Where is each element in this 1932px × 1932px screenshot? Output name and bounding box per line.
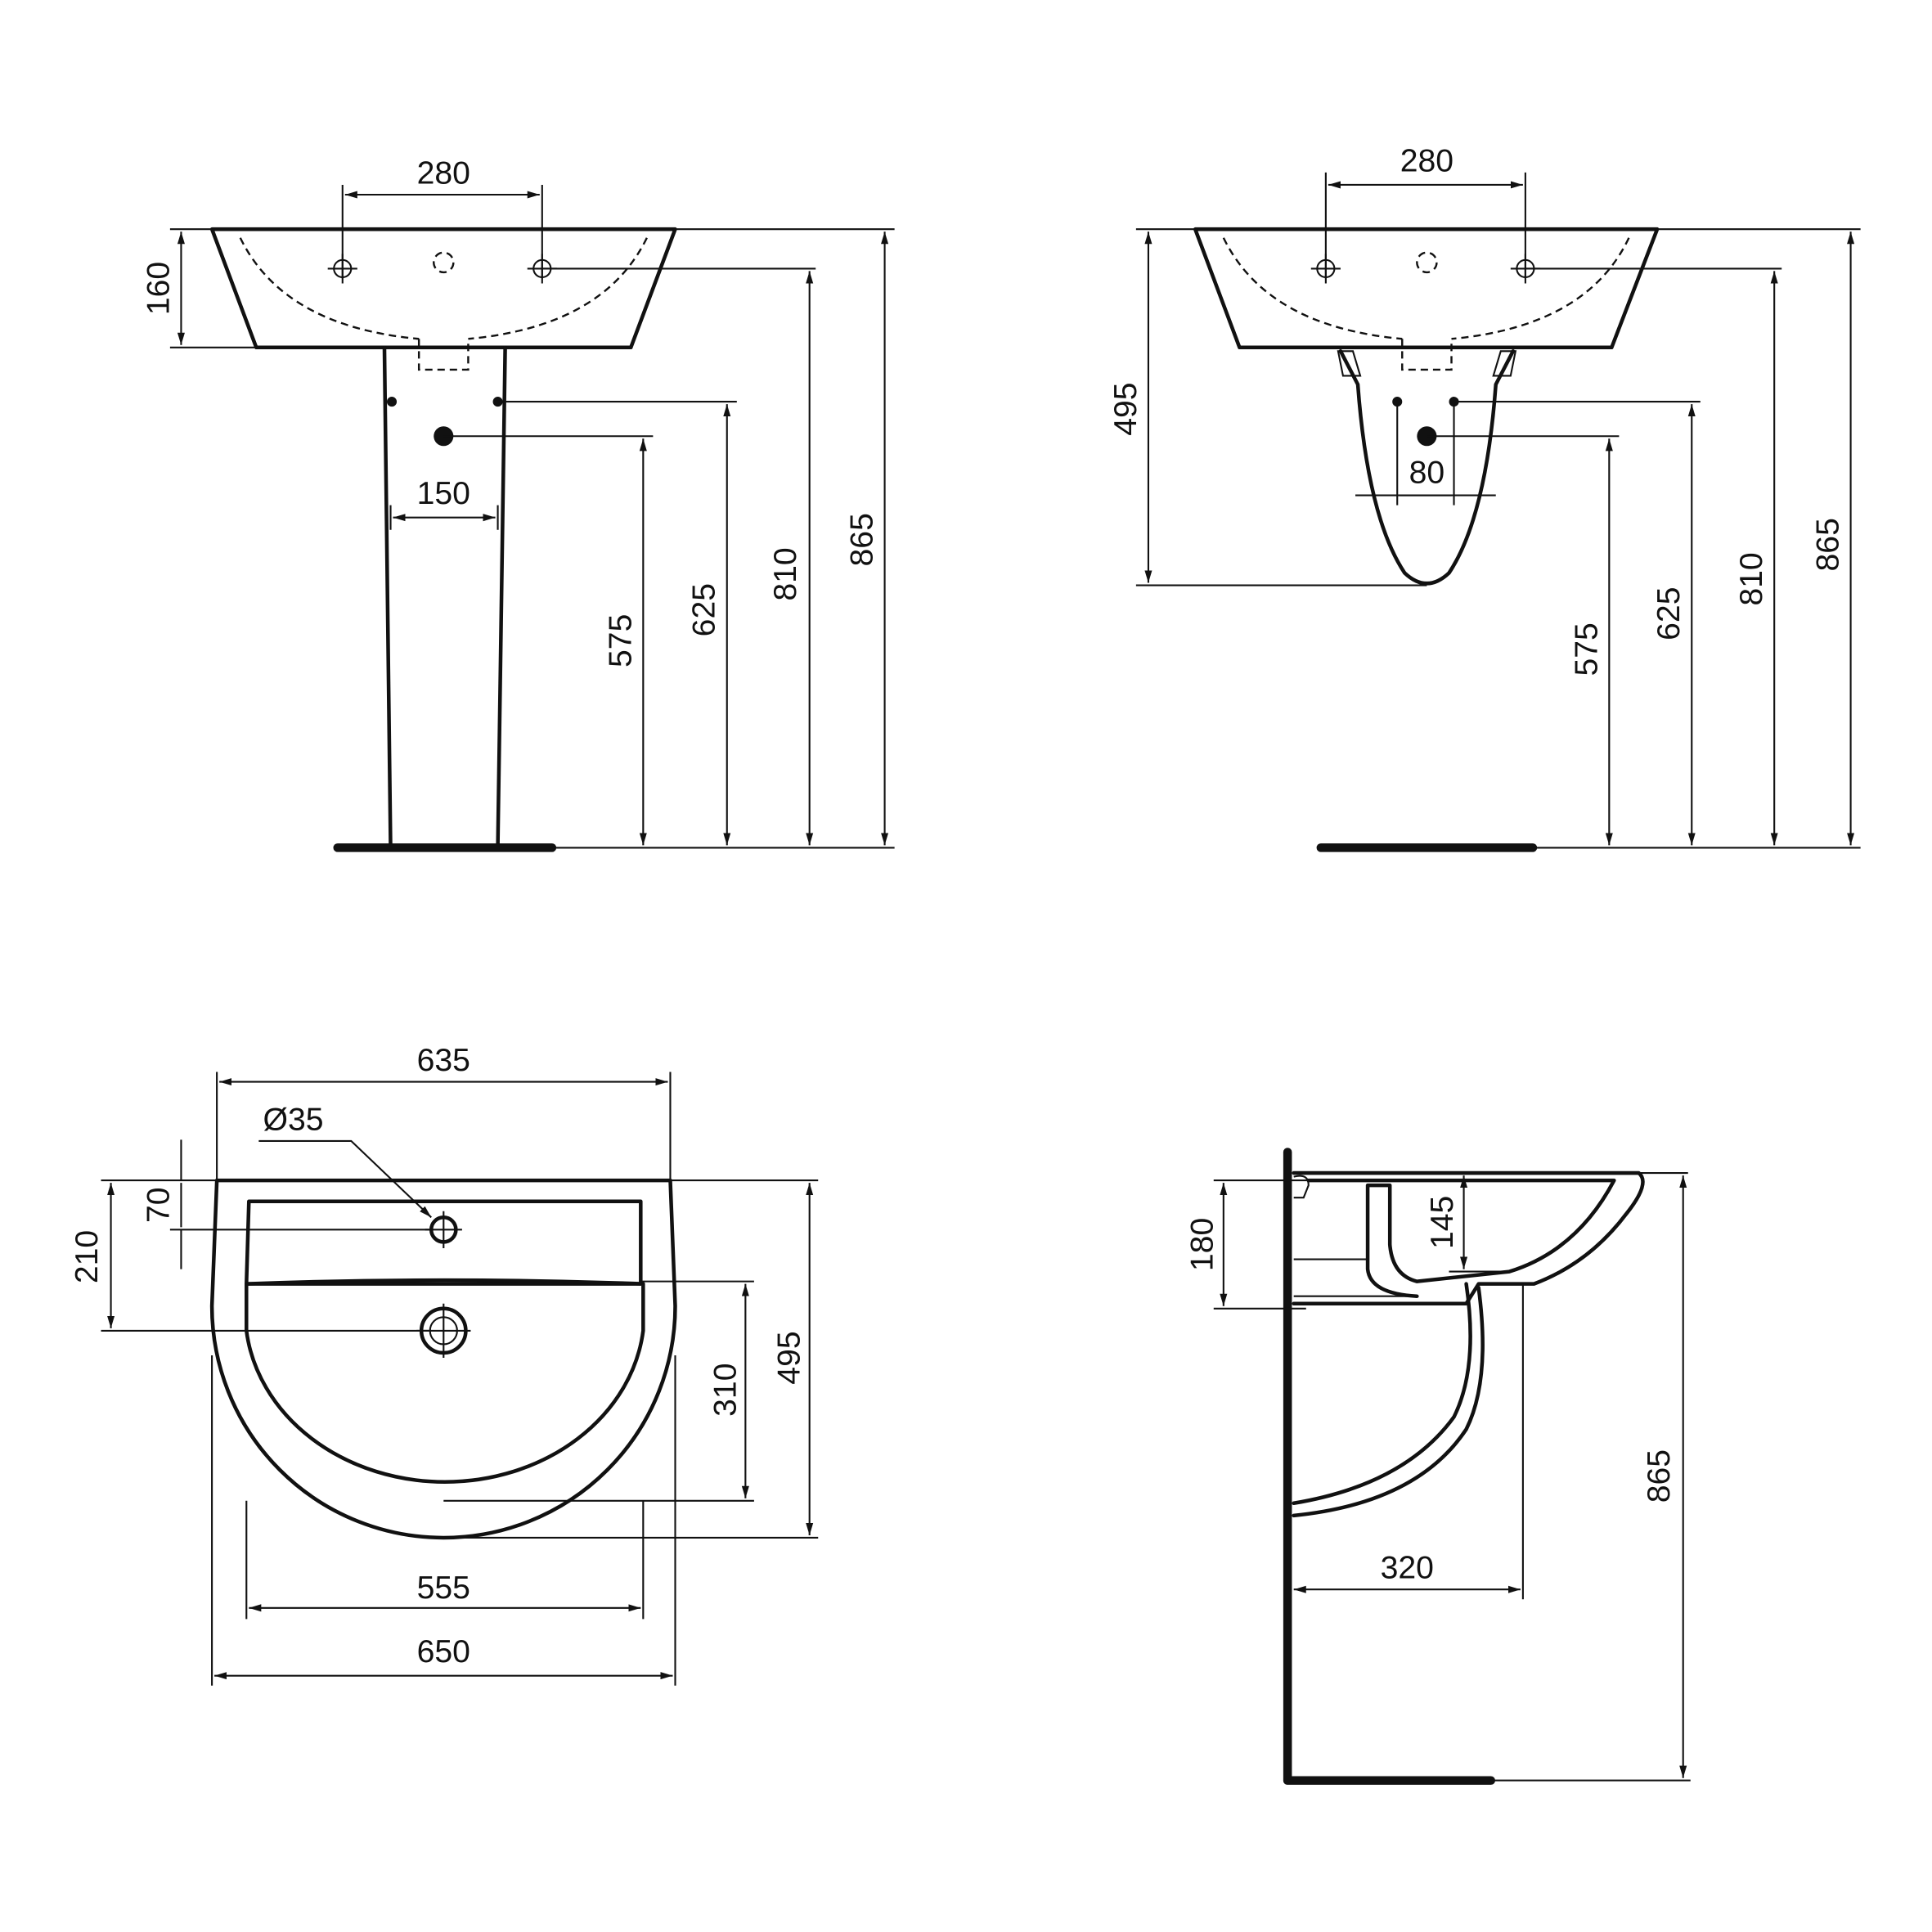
bowl-hidden-line: [1222, 237, 1630, 340]
label-625: 625: [1651, 587, 1687, 640]
bowl-outline: [245, 1278, 645, 1484]
label-280: 280: [417, 155, 470, 191]
pedestal: [382, 345, 507, 850]
label-495: 495: [1108, 382, 1143, 435]
label-495: 495: [772, 1331, 807, 1384]
bracket-right: [1492, 350, 1517, 377]
basin-outline: [209, 227, 677, 350]
extension-lines: [1135, 172, 1861, 849]
supply-dot: [387, 397, 398, 407]
tap-hole-center: [433, 251, 455, 274]
label-810: 810: [768, 547, 803, 600]
label-80: 80: [1409, 456, 1445, 491]
label-280: 280: [1400, 143, 1453, 178]
trap-hidden: [1401, 339, 1453, 371]
label-575: 575: [603, 614, 638, 667]
label-150: 150: [417, 476, 470, 511]
plan-view: 635 Ø35 70 210 310 495 555 650: [70, 1043, 819, 1686]
semi-pedestal-profile: [1292, 1282, 1485, 1518]
bowl-hidden-line: [239, 237, 648, 340]
label-635: 635: [417, 1043, 470, 1078]
basin-profile-inner: [1306, 1178, 1616, 1298]
label-575: 575: [1569, 622, 1604, 676]
trap-hidden: [417, 339, 470, 371]
label-650: 650: [417, 1634, 470, 1669]
label-310: 310: [708, 1364, 743, 1417]
label-180: 180: [1184, 1218, 1220, 1271]
label-320: 320: [1381, 1551, 1434, 1586]
basin-outline: [1193, 227, 1660, 350]
label-dia35: Ø35: [263, 1102, 324, 1137]
hole-leader: [258, 1139, 432, 1219]
label-210: 210: [70, 1230, 105, 1283]
label-555: 555: [417, 1570, 470, 1606]
mounting-profile: [1293, 1175, 1418, 1297]
extension-lines: [101, 1072, 819, 1686]
label-625: 625: [687, 583, 722, 636]
label-865: 865: [845, 513, 880, 566]
tap-hole-center: [1416, 251, 1438, 274]
side-view: 180 145 865 320: [1184, 1148, 1691, 1785]
label-865: 865: [1642, 1449, 1677, 1503]
label-810: 810: [1734, 552, 1769, 605]
semi-pedestal: [1338, 349, 1516, 586]
label-160: 160: [141, 262, 176, 315]
semi-pedestal-front-view: 280 495 80 575 625 810 865: [1108, 143, 1861, 852]
label-865: 865: [1811, 518, 1846, 571]
bracket-left: [1337, 350, 1362, 377]
pedestal-front-view: 280 160 150 575 625 810 865: [141, 155, 895, 852]
label-145: 145: [1425, 1196, 1460, 1249]
extension-lines: [169, 184, 895, 849]
extension-lines: [1213, 1172, 1691, 1781]
label-70: 70: [141, 1187, 176, 1223]
basin-profile-outer: [1292, 1170, 1645, 1306]
